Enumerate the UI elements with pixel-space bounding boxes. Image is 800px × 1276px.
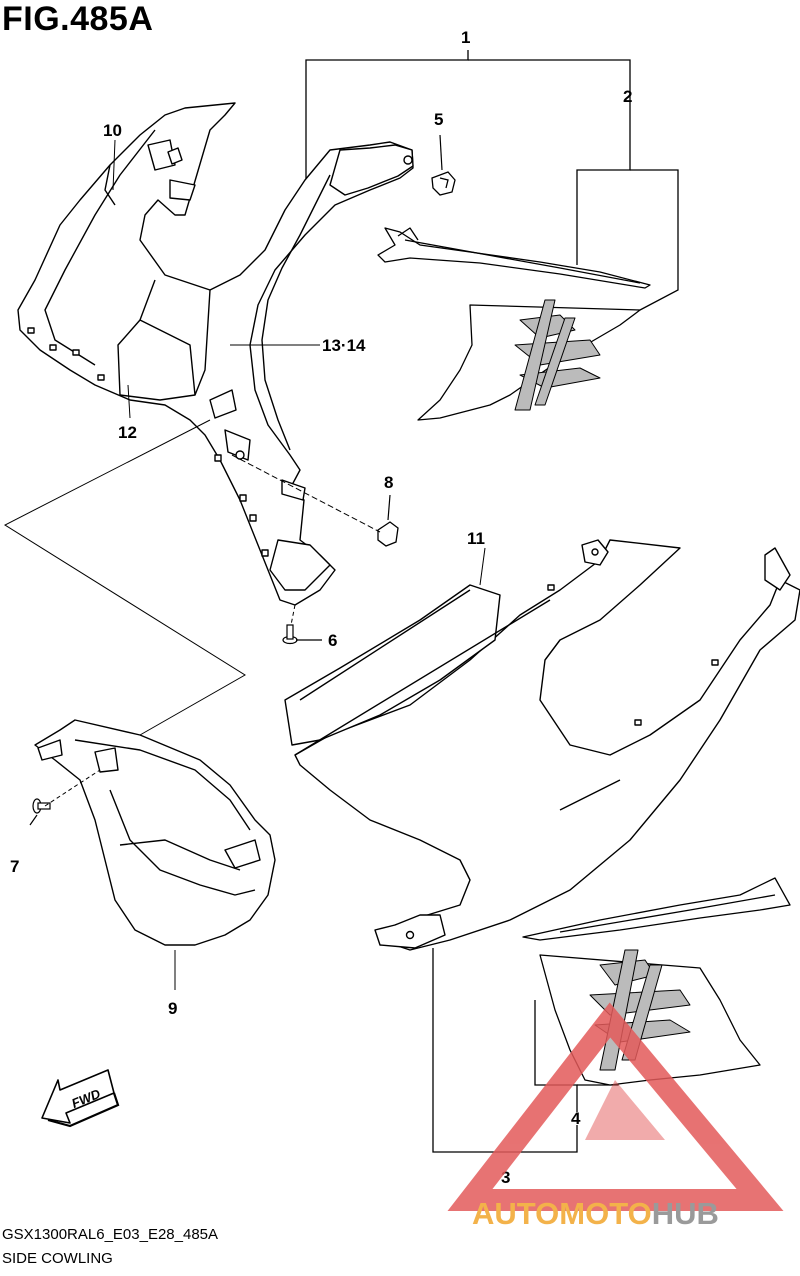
watermark-logo	[447, 1002, 784, 1211]
callout-labels: 1 2 3 4 5 6 7 8 9 10 11 12 13·14	[10, 28, 632, 1187]
bracket-2	[576, 110, 679, 311]
watermark-text-part1: AUTOMOTO	[472, 1196, 652, 1231]
part-grommet-5	[431, 171, 456, 196]
part-screw-6	[282, 624, 298, 645]
part-inner-cowling	[17, 102, 414, 606]
callout-11: 11	[467, 529, 485, 548]
fwd-arrow: FWD	[41, 1069, 120, 1128]
callout-3: 3	[501, 1168, 510, 1187]
callout-7: 7	[10, 857, 19, 876]
callout-10: 10	[103, 121, 122, 140]
part-lower-panel	[34, 719, 276, 946]
part-lower-decal	[522, 877, 791, 1086]
bracket-1	[305, 50, 631, 180]
svg-text:AUTOMOTOHUB: AUTOMOTOHUB	[472, 1196, 719, 1231]
callout-4: 4	[571, 1109, 581, 1128]
part-screw-7	[32, 798, 51, 814]
callout-1: 1	[461, 28, 470, 47]
callout-8: 8	[384, 473, 393, 492]
callout-5: 5	[434, 110, 443, 129]
callout-9: 9	[168, 999, 177, 1018]
callout-2: 2	[623, 87, 632, 106]
part-upper-decal	[377, 227, 651, 421]
figure-code: GSX1300RAL6_E03_E28_485A	[2, 1226, 219, 1243]
callout-6: 6	[328, 631, 337, 650]
watermark-text-part2: HUB	[652, 1196, 719, 1231]
part-grommet-8	[377, 521, 399, 547]
callout-13-14: 13·14	[322, 336, 366, 355]
figure-name: SIDE COWLING	[2, 1250, 113, 1267]
part-side-cowling	[284, 539, 800, 951]
callout-12: 12	[118, 423, 137, 442]
figure-title: FIG.485A	[2, 0, 154, 38]
reference-lines	[3, 139, 486, 990]
